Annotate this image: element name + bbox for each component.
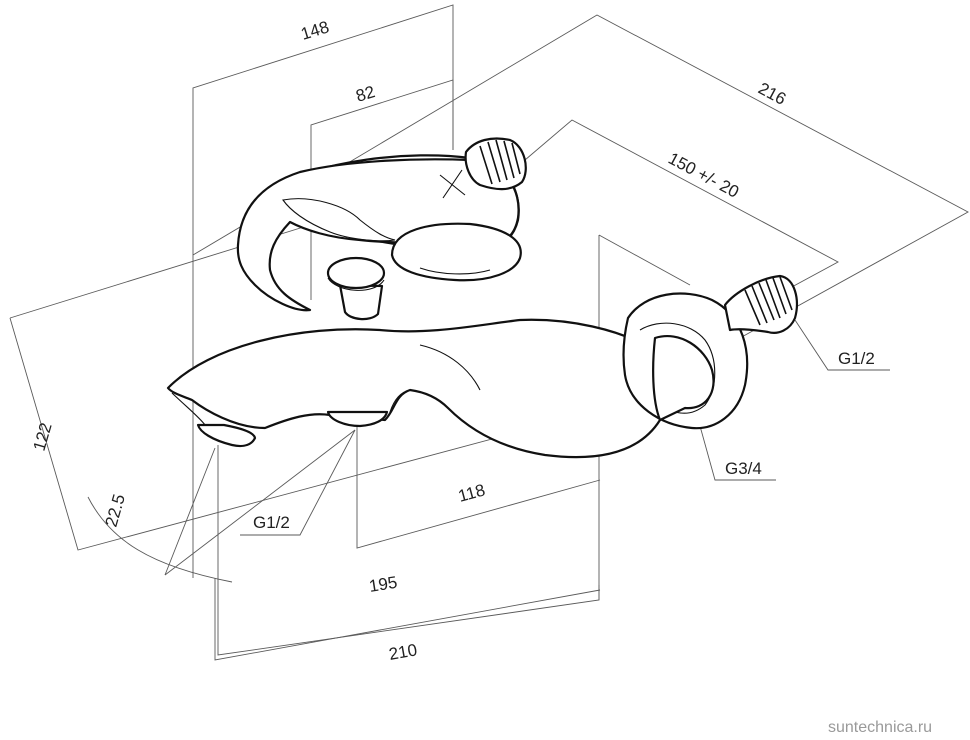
faucet-body — [166, 137, 798, 459]
dim-195-label: 195 — [368, 573, 399, 596]
dimension-lines — [9, 4, 969, 661]
shower-outlet-thread-label: G1/2 — [253, 513, 290, 532]
dim-22-5-label: 22.5 — [102, 492, 129, 529]
dim-118-label: 118 — [456, 480, 487, 505]
dim-82-label: 82 — [354, 82, 378, 106]
dim-210-label: 210 — [387, 640, 418, 664]
watermark: suntechnica.ru — [828, 719, 932, 736]
diverter-knob — [338, 283, 384, 321]
eccentric-thread-label: G3/4 — [725, 459, 762, 478]
top-threaded-inlet — [464, 137, 527, 191]
dim-216-label: 216 — [755, 79, 789, 109]
inlet-thread-label: G1/2 — [838, 349, 875, 368]
diverter-knob-cap — [326, 256, 386, 290]
dim-122-label: 122 — [30, 421, 56, 454]
right-threaded-inlet — [723, 274, 798, 334]
dim-150-label: 150 +/- 20 — [665, 149, 742, 202]
dim-148-label: 148 — [299, 17, 332, 43]
